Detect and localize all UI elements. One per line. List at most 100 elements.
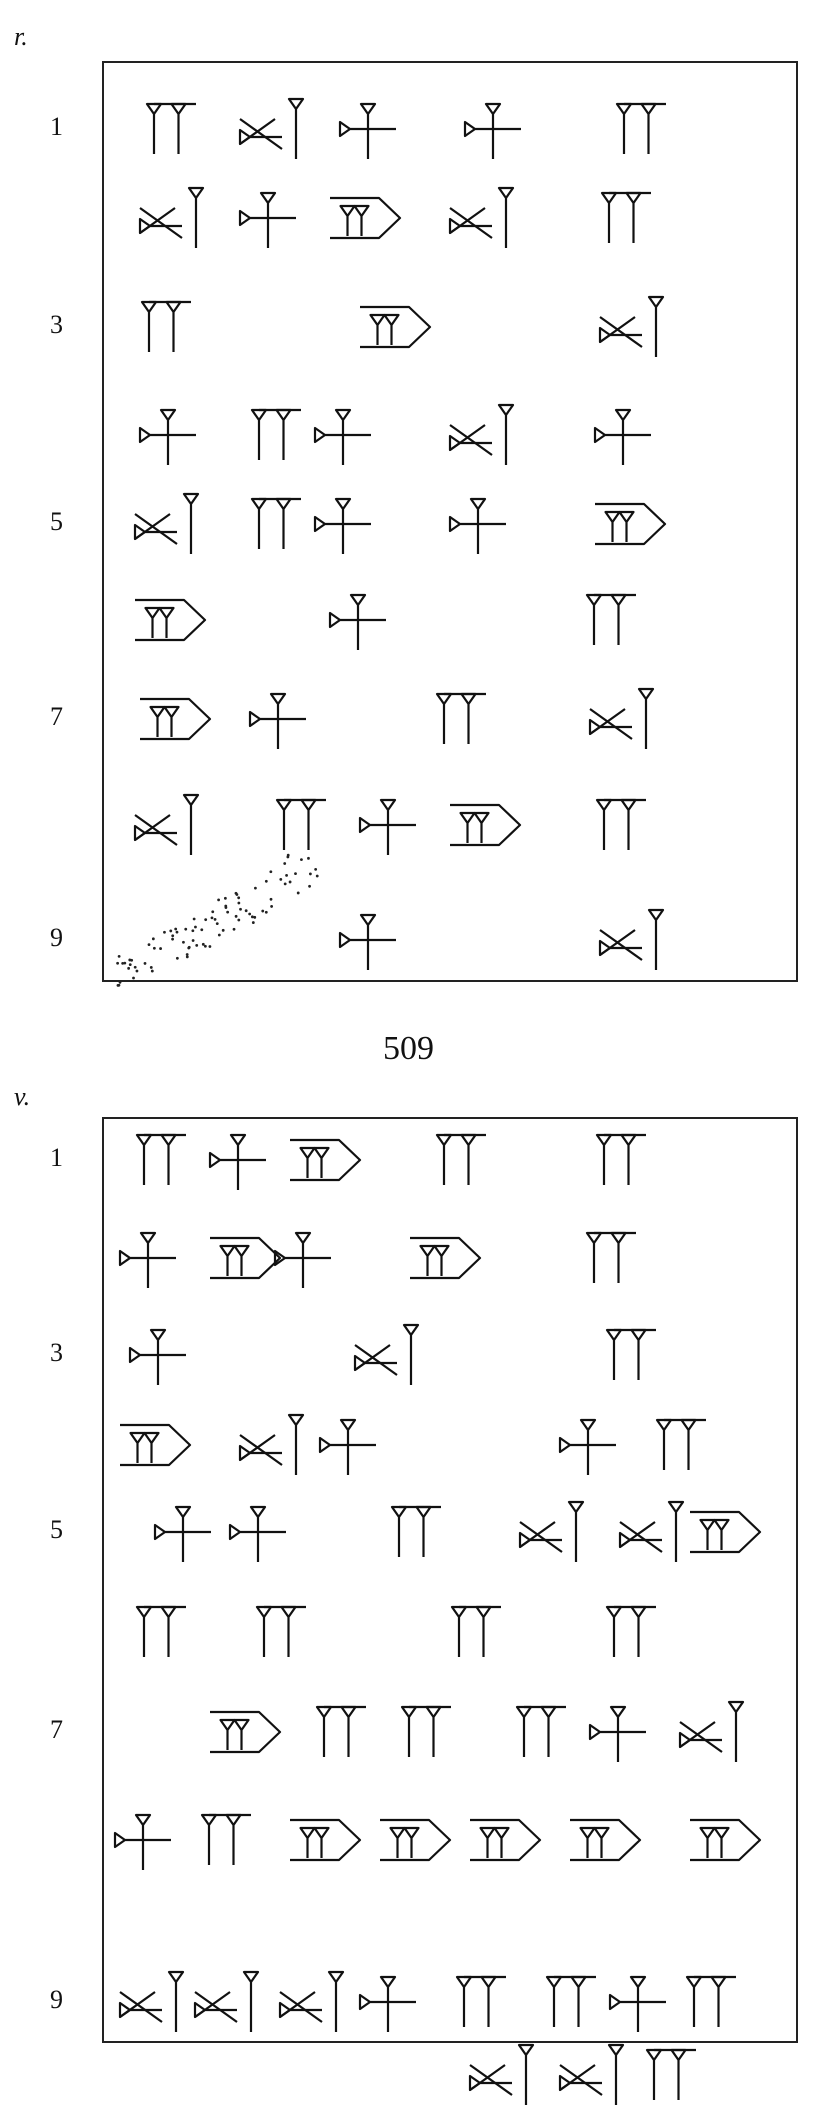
cuneiform-sign xyxy=(353,1323,420,1385)
cuneiform-sign xyxy=(380,1818,452,1862)
cuneiform-line xyxy=(140,687,655,749)
cuneiform-sign xyxy=(585,1231,636,1283)
obverse-line-number: 9 xyxy=(50,923,63,952)
reverse-line-number: 7 xyxy=(50,1715,63,1744)
cuneiform-line xyxy=(138,403,651,465)
cuneiform-line xyxy=(118,1970,736,2032)
cuneiform-line xyxy=(133,793,646,855)
cuneiform-sign xyxy=(645,2048,696,2100)
cuneiform-sign xyxy=(313,408,371,465)
damaged-area xyxy=(116,853,319,987)
cuneiform-sign xyxy=(358,1975,416,2032)
cuneiform-sign xyxy=(153,1505,211,1562)
cuneiform-sign xyxy=(210,1236,282,1280)
cuneiform-sign xyxy=(588,1705,646,1762)
cuneiform-sign xyxy=(135,598,207,642)
cuneiform-sign xyxy=(435,1133,486,1185)
cuneiform-sign xyxy=(570,1818,642,1862)
cuneiform-sign xyxy=(358,798,416,855)
cuneiform-sign xyxy=(598,295,665,357)
cuneiform-sign xyxy=(140,300,191,352)
cuneiform-sign xyxy=(595,1133,646,1185)
cuneiform-sign xyxy=(518,1500,585,1562)
obverse-line-number: 7 xyxy=(50,702,63,731)
cuneiform-sign xyxy=(655,1418,706,1470)
cuneiform-sign xyxy=(200,1813,251,1865)
cuneiform-sign xyxy=(275,798,326,850)
cuneiform-sign xyxy=(448,186,515,248)
cuneiform-line xyxy=(133,492,667,554)
cuneiform-sign xyxy=(595,798,646,850)
cuneiform-line xyxy=(338,908,665,970)
cuneiform-sign xyxy=(208,1133,266,1190)
cuneiform-sign xyxy=(135,1133,186,1185)
cuneiform-sign xyxy=(118,1970,185,2032)
cuneiform-sign xyxy=(140,697,212,741)
cuneiform-sign xyxy=(448,497,506,554)
cuneiform-sign xyxy=(470,1818,542,1862)
cuneiform-sign xyxy=(360,305,432,349)
cuneiform-sign xyxy=(515,1705,566,1757)
cuneiform-sign xyxy=(138,186,205,248)
cuneiform-sign xyxy=(238,97,305,159)
cuneiform-sign xyxy=(598,908,665,970)
cuneiform-sign xyxy=(338,102,396,159)
cuneiform-line xyxy=(128,1323,656,1385)
cuneiform-sign xyxy=(678,1700,745,1762)
cuneiform-sign xyxy=(615,102,666,154)
cuneiform-sign xyxy=(128,1328,186,1385)
cuneiform-line xyxy=(135,1133,646,1190)
cuneiform-line xyxy=(113,1813,762,1870)
cuneiform-line xyxy=(153,1500,762,1562)
cuneiform-sign xyxy=(133,492,200,554)
cuneiform-sign xyxy=(435,692,486,744)
cuneiform-sign xyxy=(400,1705,451,1757)
cuneiform-sign xyxy=(410,1236,482,1280)
cuneiform-sign xyxy=(390,1505,441,1557)
cuneiform-sign xyxy=(313,497,371,554)
cuneiform-sign xyxy=(193,1970,260,2032)
cuneiform-sign xyxy=(120,1423,192,1467)
cuneiform-sign xyxy=(328,593,386,650)
cuneiform-sign xyxy=(278,1970,345,2032)
cuneiform-line xyxy=(120,1413,706,1475)
cuneiform-sign xyxy=(133,793,200,855)
cuneiform-sign xyxy=(558,1418,616,1475)
cuneiform-sign xyxy=(608,1975,666,2032)
obverse-line-number: 5 xyxy=(50,507,63,536)
cuneiform-sign xyxy=(118,1231,176,1288)
cuneiform-line xyxy=(210,1700,745,1762)
cuneiform-line xyxy=(140,295,665,357)
reverse-line-number: 5 xyxy=(50,1515,63,1544)
cuneiform-sign xyxy=(255,1605,306,1657)
page-number: 509 xyxy=(383,1030,434,1067)
cuneiform-sign xyxy=(330,196,402,240)
cuneiform-sign xyxy=(690,1510,762,1554)
cuneiform-sign xyxy=(318,1418,376,1475)
cuneiform-line xyxy=(118,1231,636,1288)
reverse-tablet-frame xyxy=(102,1117,798,2043)
cuneiform-sign xyxy=(450,1605,501,1657)
cuneiform-sign xyxy=(210,1710,282,1754)
cuneiform-sign xyxy=(248,692,306,749)
reverse-line-number: 9 xyxy=(50,1985,63,2014)
cuneiform-sign xyxy=(618,1500,685,1562)
cuneiform-sign xyxy=(138,408,196,465)
reverse-line-number: 1 xyxy=(50,1143,63,1172)
cuneiform-sign xyxy=(685,1975,736,2027)
cuneiform-line xyxy=(135,593,636,650)
cuneiform-sign xyxy=(605,1605,656,1657)
cuneiform-sign xyxy=(468,2043,535,2105)
cuneiform-line xyxy=(468,2043,696,2105)
obverse-tablet-frame xyxy=(102,61,798,982)
cuneiform-sign xyxy=(558,2043,625,2105)
cuneiform-sign xyxy=(238,191,296,248)
cuneiform-line xyxy=(135,1605,656,1657)
cuneiform-sign xyxy=(250,408,301,460)
cuneiform-sign xyxy=(605,1328,656,1380)
cuneiform-sign xyxy=(595,502,667,546)
obverse-line-number: 1 xyxy=(50,112,63,141)
cuneiform-sign xyxy=(290,1818,362,1862)
cuneiform-sign xyxy=(145,102,196,154)
